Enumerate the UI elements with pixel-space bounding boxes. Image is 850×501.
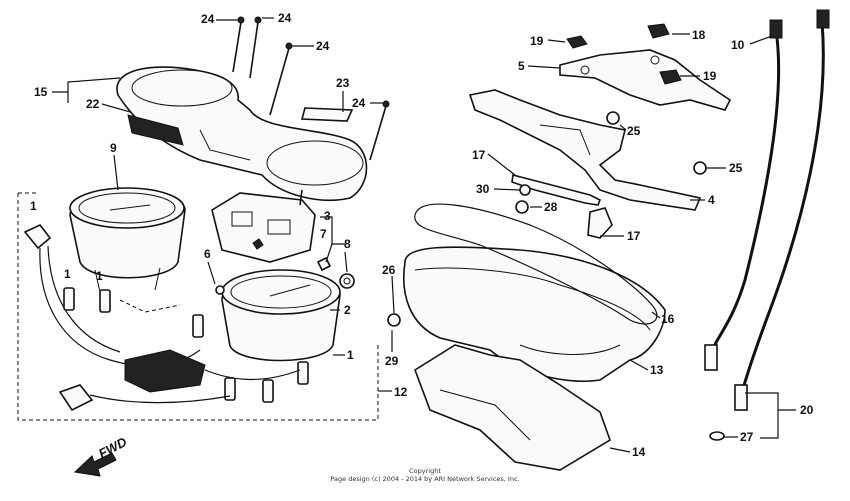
callout-5[interactable]: 5: [518, 59, 525, 73]
indicator-housing: [211, 189, 316, 263]
stay-17b: [587, 207, 613, 239]
washer-30: [519, 184, 531, 196]
callout-16[interactable]: 16: [661, 312, 675, 326]
callout-1a[interactable]: 1: [30, 199, 37, 213]
clip-7: [316, 256, 332, 272]
callout-15[interactable]: 15: [34, 85, 48, 99]
callout-27[interactable]: 27: [740, 430, 754, 444]
meter-cables: [704, 9, 830, 441]
callout-28[interactable]: 28: [544, 200, 558, 214]
callout-14[interactable]: 14: [632, 445, 646, 459]
callout-12[interactable]: 12: [394, 385, 408, 399]
meter-lower-case: [403, 246, 666, 383]
copyright-line-2: Page design (c) 2004 - 2014 by ARI Netwo…: [330, 475, 520, 483]
label-plate: [300, 107, 354, 122]
meter-cover: [414, 344, 611, 471]
tachometer: [221, 269, 341, 362]
callout-24a[interactable]: 24: [201, 12, 215, 26]
callout-26[interactable]: 26: [382, 263, 396, 277]
callout-24d[interactable]: 24: [352, 96, 366, 110]
callout-1d[interactable]: 1: [347, 348, 354, 362]
nut-28: [515, 200, 529, 214]
callout-2[interactable]: 2: [344, 303, 351, 317]
callout-10[interactable]: 10: [731, 38, 745, 52]
callout-17a[interactable]: 17: [472, 148, 486, 162]
callout-19b[interactable]: 19: [703, 69, 717, 83]
fwd-arrow-icon: [73, 452, 117, 477]
mounting-bracket-4: [468, 89, 702, 211]
leader-lines: [52, 17, 796, 453]
callout-25b[interactable]: 25: [729, 161, 743, 175]
copyright-line-1: Copyright: [409, 467, 441, 475]
callout-30[interactable]: 30: [476, 182, 490, 196]
screw-6: [215, 285, 225, 295]
callout-17b[interactable]: 17: [627, 229, 641, 243]
callout-6[interactable]: 6: [204, 247, 211, 261]
grommet-19b: [659, 69, 682, 85]
stay-17a: [511, 174, 602, 206]
callout-23[interactable]: 23: [336, 76, 350, 90]
callout-25a[interactable]: 25: [627, 124, 641, 138]
callout-22[interactable]: 22: [86, 97, 100, 111]
callout-24b[interactable]: 24: [278, 11, 292, 25]
callout-3[interactable]: 3: [324, 209, 331, 223]
screws: [232, 16, 390, 161]
callout-4[interactable]: 4: [708, 193, 715, 207]
gasket: [414, 203, 658, 325]
nut-29: [387, 313, 401, 327]
callout-1b[interactable]: 1: [64, 267, 71, 281]
callout-1c[interactable]: 1: [96, 269, 103, 283]
grommet-8: [339, 273, 355, 289]
callout-24c[interactable]: 24: [316, 39, 330, 53]
meter-upper-case: [116, 66, 368, 202]
wiring-harness: [17, 192, 379, 421]
callout-9[interactable]: 9: [110, 141, 117, 155]
callout-18[interactable]: 18: [692, 28, 706, 42]
callout-13[interactable]: 13: [650, 363, 664, 377]
mounting-bracket-5: [559, 49, 732, 111]
callout-29[interactable]: 29: [385, 354, 399, 368]
callout-19a[interactable]: 19: [530, 34, 544, 48]
callout-8[interactable]: 8: [344, 237, 351, 251]
nut-25b: [693, 161, 707, 175]
grommet-19a: [566, 35, 588, 49]
speedometer: [69, 187, 186, 293]
callout-7[interactable]: 7: [320, 227, 327, 241]
callout-20[interactable]: 20: [800, 403, 814, 417]
grommet-18: [647, 23, 670, 39]
nut-25a: [606, 111, 620, 125]
